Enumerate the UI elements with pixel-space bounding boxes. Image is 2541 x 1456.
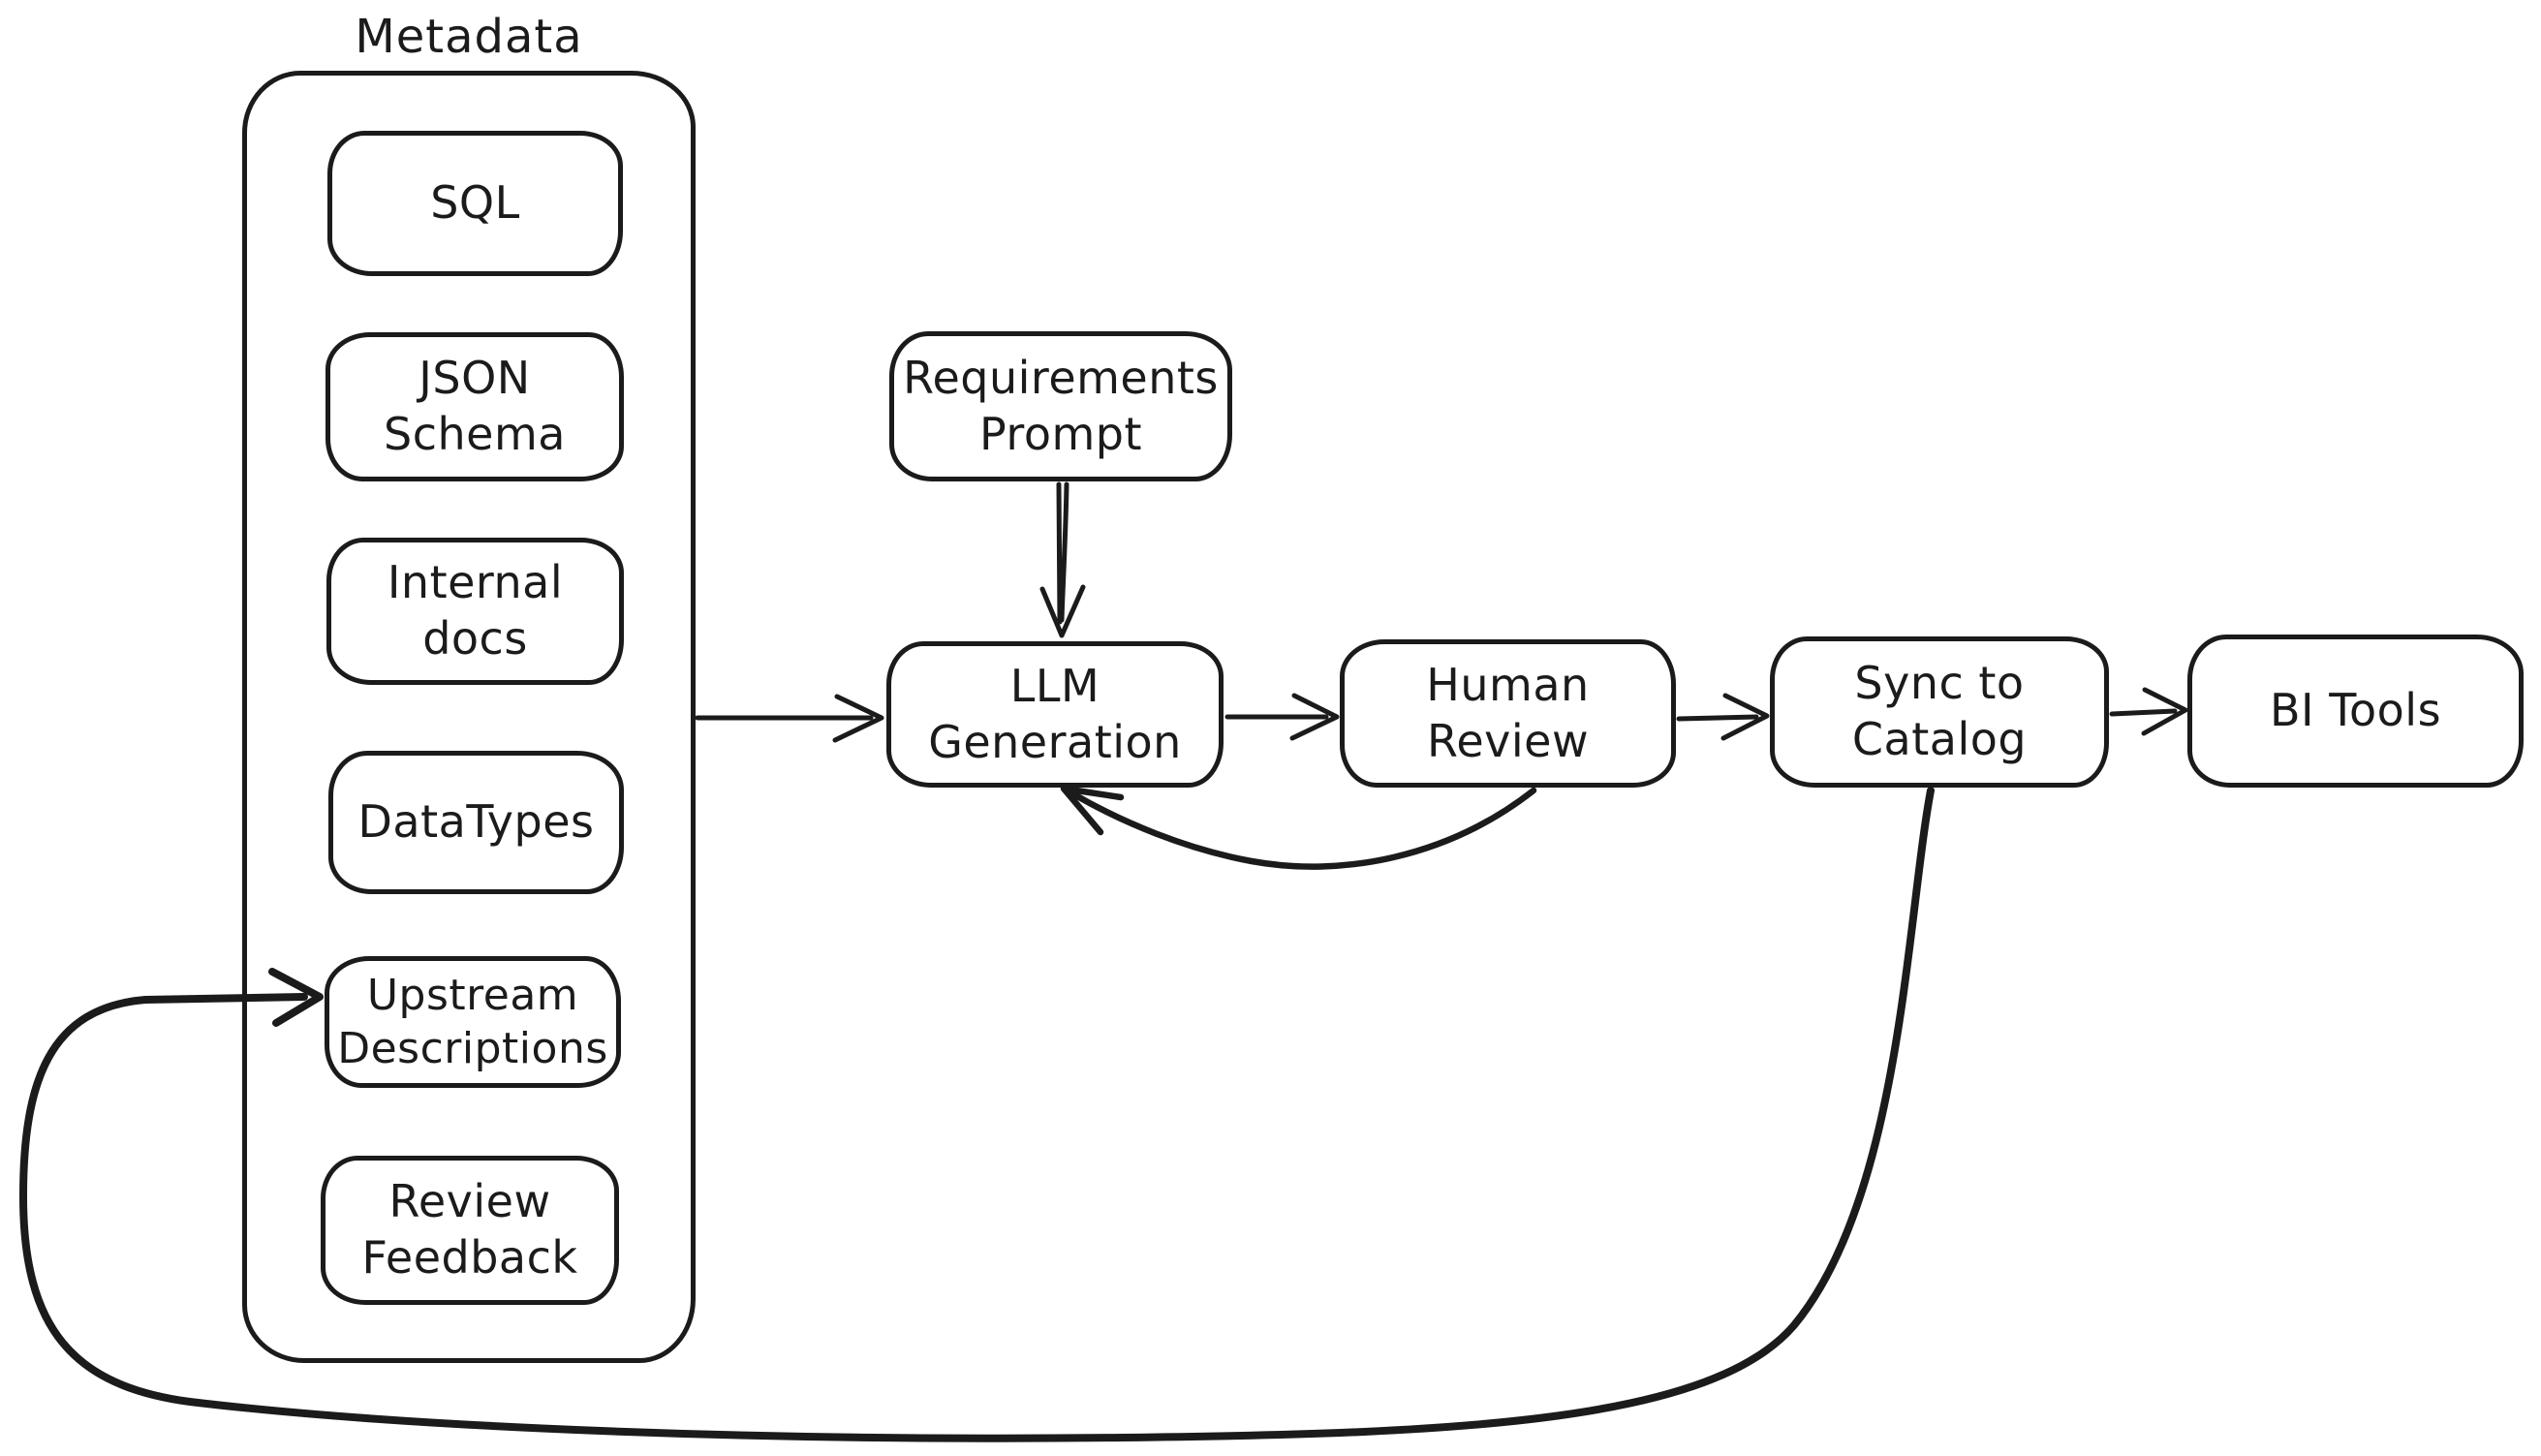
arrow-llm-to-human: [1224, 693, 1340, 741]
node-bi-tools: BI Tools: [2187, 635, 2524, 788]
node-sync-to-catalog-label: Sync to Catalog: [1851, 657, 2028, 765]
node-human-review-label: Human Review: [1426, 658, 1590, 767]
metadata-item-internal-docs: Internal docs: [326, 538, 624, 685]
metadata-item-upstream-descriptions: Upstream Descriptions: [325, 956, 621, 1088]
arrow-requirements-to-llm: [1039, 481, 1086, 638]
metadata-item-json-schema: JSON Schema: [325, 332, 624, 481]
arrow-sync-to-bi: [2109, 687, 2188, 736]
metadata-item-sql-label: SQL: [430, 176, 520, 230]
arrow-human-feedback-to-llm: [1060, 785, 1537, 870]
metadata-item-datatypes-label: DataTypes: [357, 795, 595, 849]
metadata-item-upstream-descriptions-label: Upstream Descriptions: [337, 970, 608, 1073]
node-requirements-prompt-label: Requirements Prompt: [903, 351, 1219, 460]
node-requirements-prompt: Requirements Prompt: [889, 331, 1232, 481]
metadata-item-json-schema-label: JSON Schema: [384, 352, 566, 460]
metadata-item-review-feedback: Review Feedback: [321, 1156, 619, 1305]
metadata-item-review-feedback-label: Review Feedback: [361, 1175, 578, 1284]
arrow-metadata-to-llm: [695, 694, 884, 743]
metadata-item-sql: SQL: [327, 131, 623, 276]
metadata-item-internal-docs-label: Internal docs: [387, 556, 564, 665]
metadata-item-datatypes: DataTypes: [328, 751, 624, 894]
node-bi-tools-label: BI Tools: [2269, 684, 2442, 737]
node-llm-generation-label: LLM Generation: [928, 659, 1182, 768]
metadata-group-title: Metadata: [355, 10, 583, 64]
arrow-human-to-sync: [1676, 693, 1770, 741]
node-human-review: Human Review: [1340, 639, 1676, 788]
node-llm-generation: LLM Generation: [886, 641, 1224, 788]
node-sync-to-catalog: Sync to Catalog: [1770, 636, 2109, 788]
